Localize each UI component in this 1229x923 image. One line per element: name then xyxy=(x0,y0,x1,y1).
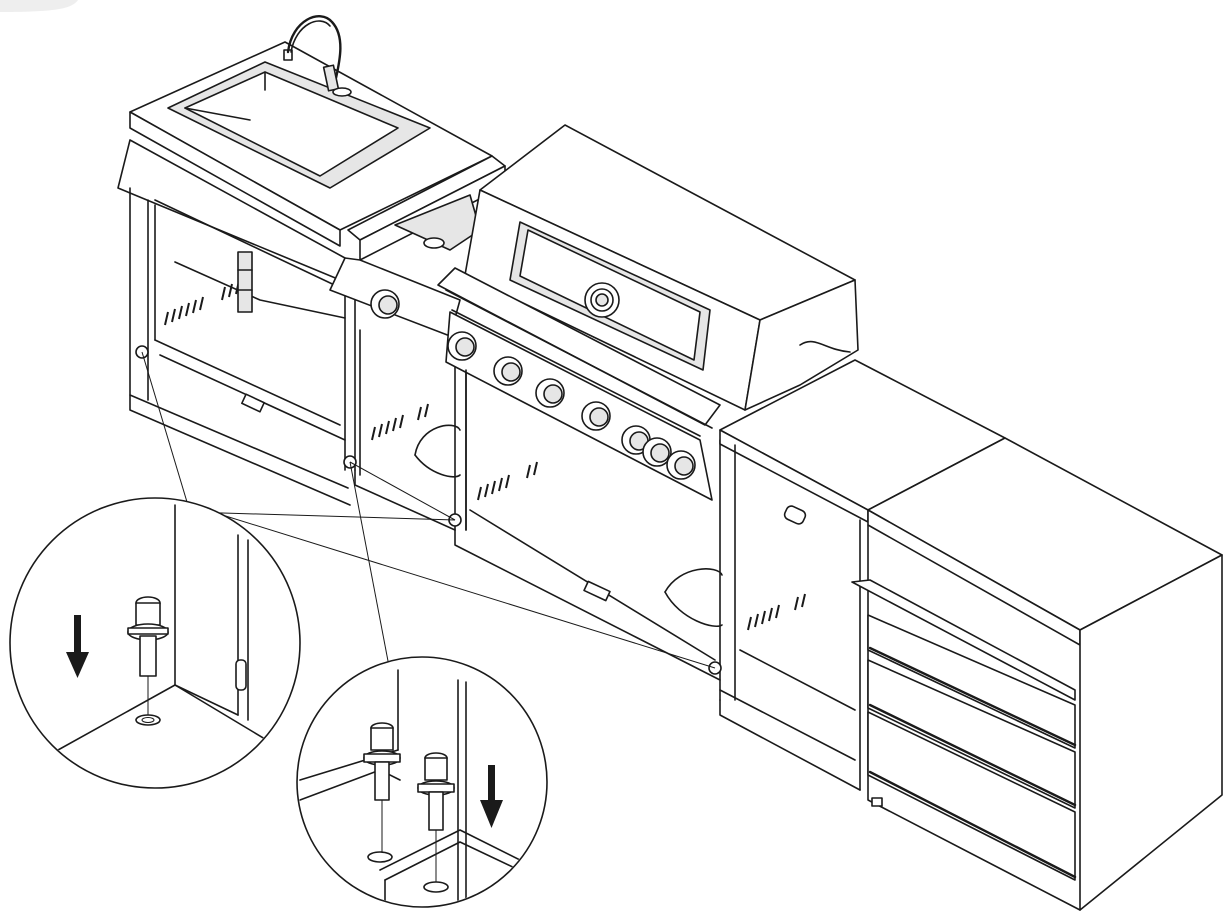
down-arrow-icon xyxy=(66,615,89,678)
detail-callout-right xyxy=(296,656,548,908)
side-burner-cabinet xyxy=(329,155,506,531)
lid-thermometer xyxy=(584,282,620,318)
grill-unit xyxy=(437,124,859,701)
sink-cabinet xyxy=(117,15,493,506)
locating-pin-a xyxy=(363,722,401,852)
vent-slots-storage xyxy=(747,593,806,631)
storage-drawers xyxy=(851,579,1077,881)
detail-callout-left xyxy=(9,497,301,789)
storage-cabinet xyxy=(719,359,1006,791)
corner-tab xyxy=(0,0,78,12)
locating-pin xyxy=(127,596,169,715)
drawer-cabinet xyxy=(851,437,1223,911)
faucet xyxy=(283,15,352,97)
vent-slots-burner xyxy=(371,403,429,441)
vent-slots-grill xyxy=(477,461,538,501)
side-burner-knob xyxy=(370,289,400,319)
sink-basin xyxy=(167,61,431,189)
grill-control-knobs xyxy=(447,331,696,480)
lid-handle xyxy=(437,267,721,429)
callout-leaders xyxy=(141,351,716,683)
drain-pipe xyxy=(237,251,253,313)
vent-slots-sink xyxy=(164,280,240,326)
locating-pin-b xyxy=(417,752,455,882)
down-arrow-icon xyxy=(480,765,503,828)
